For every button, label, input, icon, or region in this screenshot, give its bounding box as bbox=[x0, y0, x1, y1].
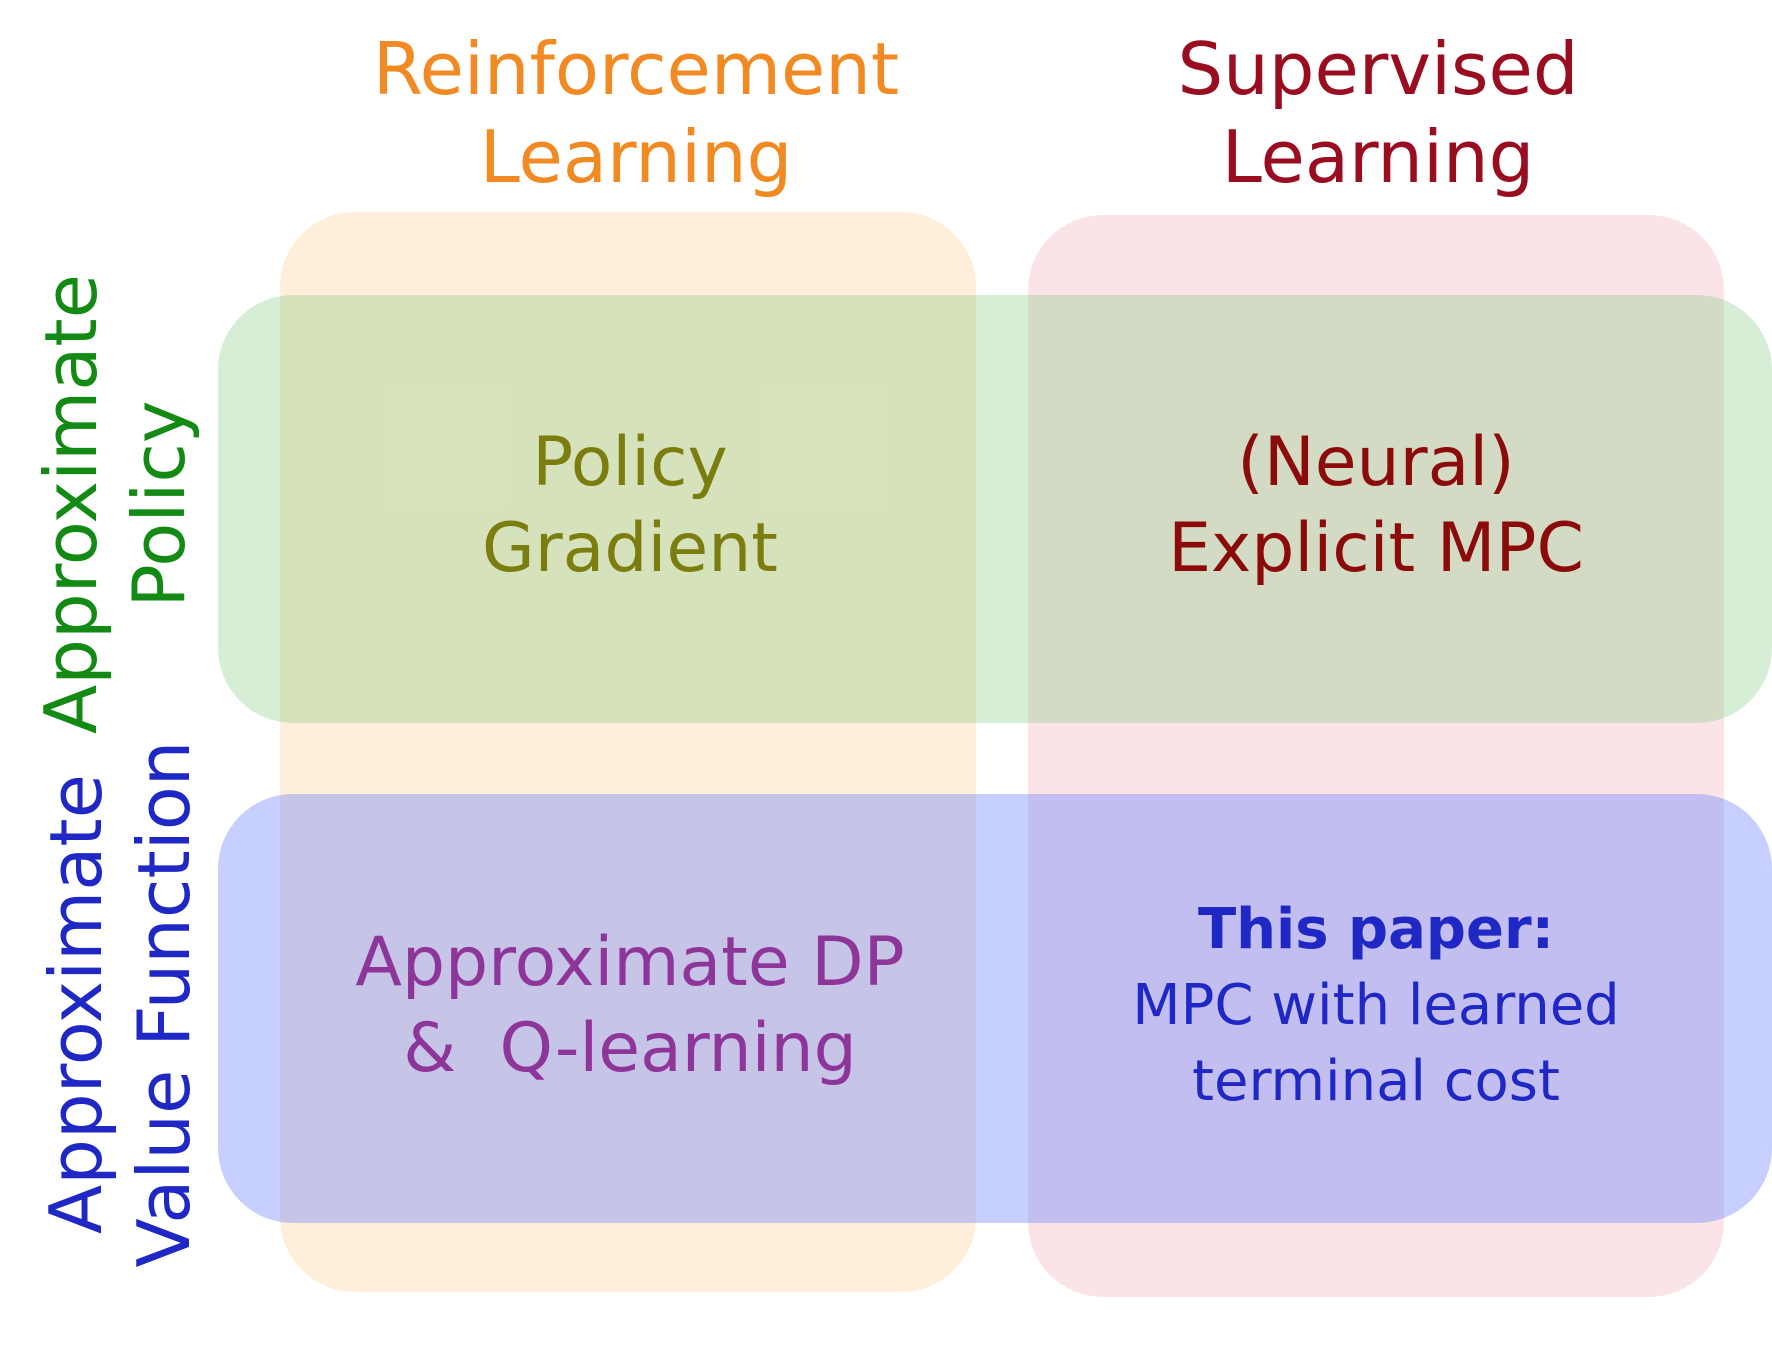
explicit-mpc-cell: (Neural) Explicit MPC bbox=[1028, 420, 1724, 592]
supervised-learning-title-line1: Supervised bbox=[1177, 27, 1579, 111]
policy-gradient-cell: Policy Gradient bbox=[290, 420, 970, 592]
reinforcement-learning-title: Reinforcement Learning bbox=[286, 25, 986, 201]
approximate-dp-line2: & Q-learning bbox=[403, 1009, 857, 1088]
this-paper-cell: This paper: MPC with learned terminal co… bbox=[1028, 892, 1724, 1120]
policy-gradient-line2: Gradient bbox=[482, 509, 778, 588]
approximate-dp-cell: Approximate DP & Q-learning bbox=[290, 920, 970, 1092]
approximate-policy-row-region bbox=[218, 295, 1772, 723]
supervised-learning-title: Supervised Learning bbox=[1028, 25, 1728, 201]
approximate-value-function-title: Approximate Value Function bbox=[32, 644, 208, 1364]
reinforcement-learning-title-line2: Learning bbox=[479, 115, 793, 199]
reinforcement-learning-title-line1: Reinforcement bbox=[372, 27, 900, 111]
reinforcement-learning-column-region bbox=[280, 212, 976, 1292]
this-paper-heading: This paper: bbox=[1197, 897, 1555, 962]
policy-gradient-line1: Policy bbox=[532, 423, 728, 502]
supervised-learning-column-region bbox=[1028, 215, 1724, 1297]
explicit-mpc-line2: Explicit MPC bbox=[1168, 509, 1584, 588]
this-paper-line1: MPC with learned bbox=[1132, 973, 1620, 1038]
approximate-value-function-title-line1: Approximate bbox=[34, 774, 118, 1234]
approximate-value-function-row-region bbox=[218, 794, 1772, 1223]
explicit-mpc-line1: (Neural) bbox=[1237, 423, 1515, 502]
this-paper-line2: terminal cost bbox=[1192, 1049, 1560, 1114]
approximate-value-function-title-line2: Value Function bbox=[122, 740, 206, 1268]
supervised-learning-title-line2: Learning bbox=[1221, 115, 1535, 199]
approximate-dp-line1: Approximate DP bbox=[355, 923, 905, 1002]
